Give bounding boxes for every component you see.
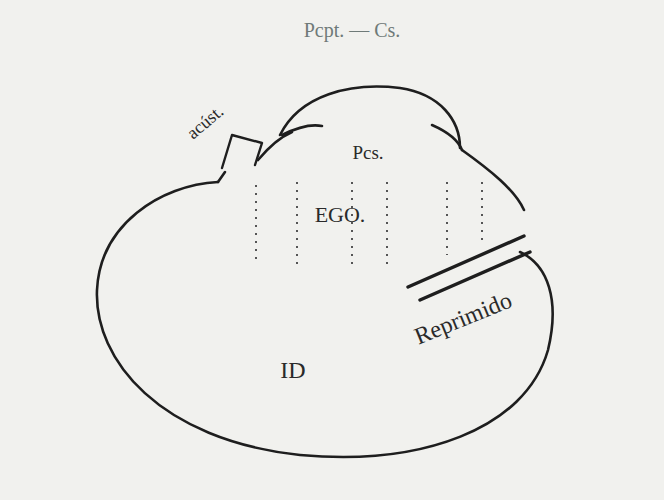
ego-label: EGO. bbox=[315, 204, 366, 226]
outer-outline bbox=[258, 132, 292, 160]
acoustic-cap bbox=[222, 135, 262, 168]
acoustic-label: acúst. bbox=[183, 102, 226, 142]
repressed-bar bbox=[420, 252, 530, 300]
preconscious-arc bbox=[432, 125, 462, 150]
outer-outline bbox=[97, 182, 553, 457]
outer-outline bbox=[218, 172, 225, 182]
preconscious-label: Pcs. bbox=[352, 143, 383, 162]
perception-cap bbox=[280, 87, 460, 148]
perception-consciousness-label: Pcpt. — Cs. bbox=[304, 20, 401, 40]
id-label: ID bbox=[280, 358, 305, 382]
ego-dotted-lines bbox=[256, 182, 482, 268]
preconscious-arc bbox=[282, 125, 322, 135]
outer-outline bbox=[462, 150, 524, 210]
